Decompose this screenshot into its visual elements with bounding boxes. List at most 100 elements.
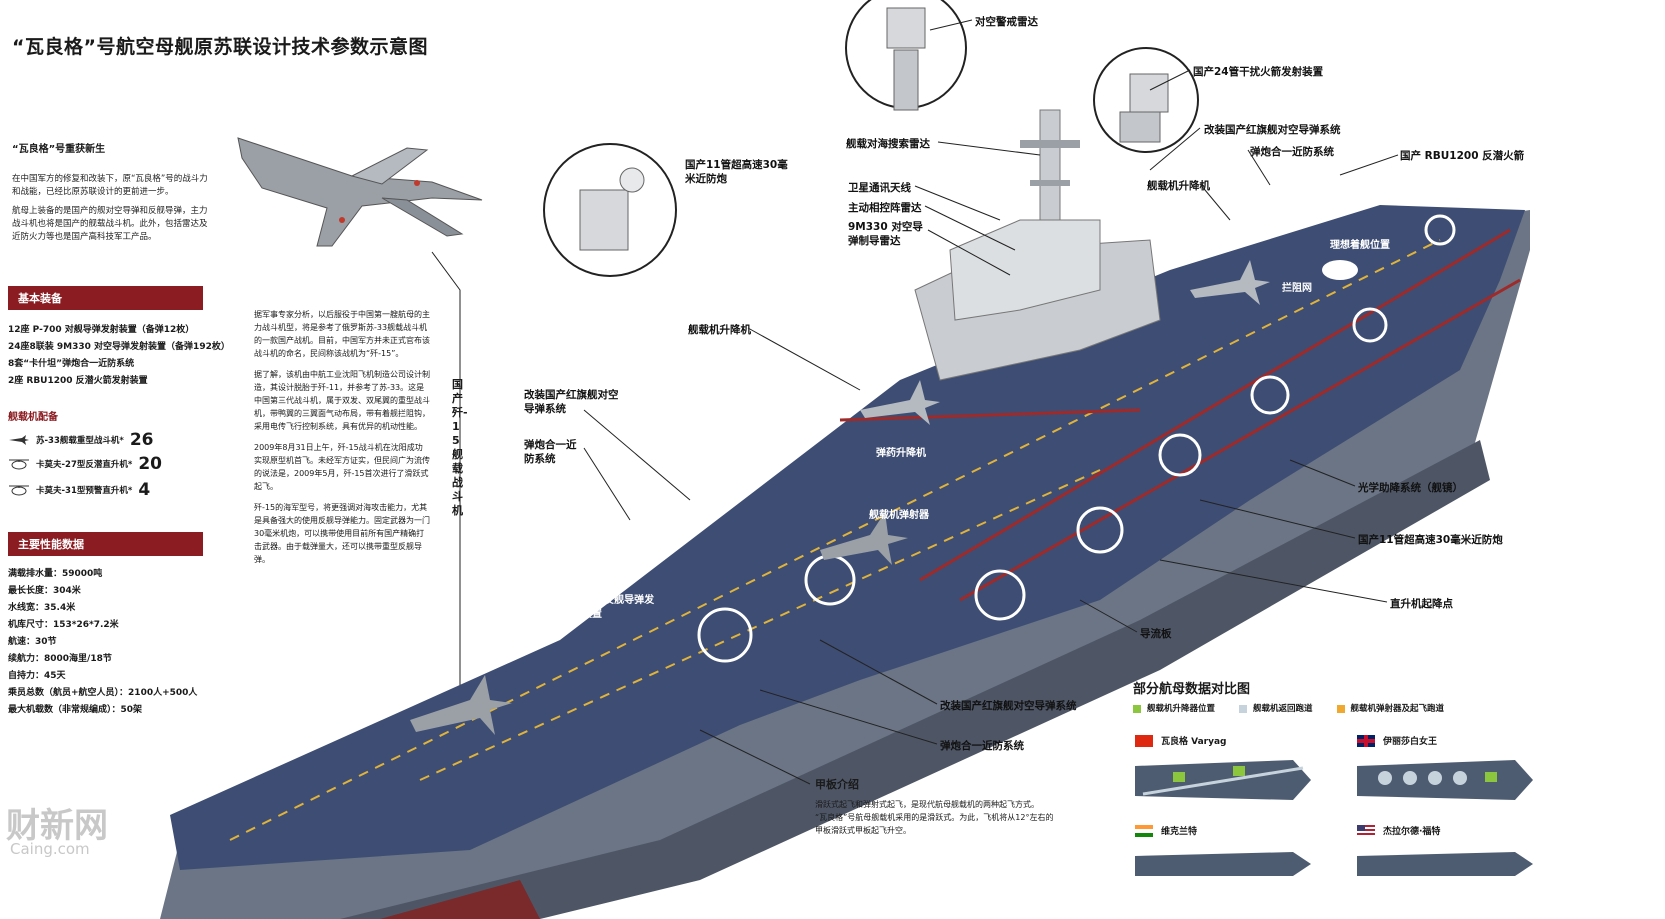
intro-paragraph-2: 航母上装备的是国产的舰对空导弹和反舰导弹，主力战斗机也将是国产的舰载战斗机。此外… (12, 206, 208, 242)
equipment-item: 24座8联装 9M330 对空导弹发射装置（备弹192枚） (8, 342, 230, 352)
usa-flag-icon (1357, 824, 1375, 837)
deck-intro: 甲板介绍 滑跃式起飞和弹射式起飞，是现代航母舰载机的两种起飞方式。 “瓦良格”号… (815, 776, 1055, 837)
aircraft-label: 苏-33舰载重型战斗机* (36, 436, 124, 446)
j15-paragraph-1: 据军事专家分析，以后服役于中国第一艘航母的主力战斗机型，将是参考了俄罗斯苏-33… (254, 310, 430, 358)
aircraft-label: 卡莫夫-31型预警直升机* (36, 486, 133, 496)
callout-hq-sam-top: 改装国产红旗舰对空导弹系统 (1204, 124, 1341, 136)
uk-flag-icon (1357, 734, 1375, 747)
aircraft-count: 26 (129, 430, 154, 450)
callout-sea-radar: 舰载对海搜索雷达 (846, 138, 930, 150)
helicopter-icon (9, 485, 29, 496)
callout-hq-sam-bottom: 改装国产红旗舰对空导弹系统 (940, 700, 1077, 712)
legend-item: 舰载机返回跑道 (1239, 702, 1313, 714)
j15-description: 据军事专家分析，以后服役于中国第一艘航母的主力战斗机型，将是参考了俄罗斯苏-33… (254, 308, 430, 566)
j15-vertical-label: 国产歼-15舰载战斗机 (452, 378, 468, 517)
equipment-item: 2座 RBU1200 反潜火箭发射装置 (8, 376, 148, 386)
legend-swatch (1336, 704, 1345, 713)
watermark-en: Caing.com (10, 840, 90, 858)
air-radar-inset (845, 0, 967, 111)
callout-ciws-bottom: 弹炮合一近防系统 (940, 740, 1024, 752)
callout-air-radar: 对空警戒雷达 (975, 16, 1038, 28)
performance-item: 机库尺寸：153*26*7.2米 (8, 620, 119, 630)
carrier-name: 瓦良格 Varyag (1161, 737, 1227, 747)
j15-paragraph-4: 歼-15的海军型号，将更强调对海攻击能力，尤其是具备强大的使用反舰导弹能力。固定… (254, 503, 430, 564)
callout-optical-landing: 光学助降系统（舰镜） (1358, 482, 1463, 494)
legend-label: 舰载机升降器位置 (1147, 704, 1216, 714)
gun-inset (543, 143, 677, 277)
label-p700: P-700反舰导弹发射装置 (572, 595, 655, 620)
callout-flare-launcher: 国产24管干扰火箭发射装置 (1193, 66, 1324, 78)
legend-label: 舰载机返回跑道 (1253, 704, 1313, 714)
aircraft-count: 4 (138, 480, 151, 500)
helicopter-icon (9, 459, 29, 470)
label-arrest-net: 拦阻网 (1282, 283, 1312, 294)
performance-item: 水线宽：35.4米 (8, 603, 76, 613)
aircraft-header: 舰载机配备 (8, 412, 58, 423)
legend-item: 舰载机弹射器及起飞跑道 (1336, 702, 1445, 714)
carrier-queen-elizabeth: 伊丽莎白女王 (1357, 734, 1437, 747)
carrier-name: 杰拉尔德·福特 (1383, 827, 1441, 837)
china-flag-icon (1135, 734, 1153, 747)
equipment-item: 12座 P-700 对舰导弹发射装置（备弹12枚） (8, 325, 195, 335)
aircraft-row: 苏-33舰载重型战斗机* 26 (8, 429, 208, 451)
deck-intro-paragraph-2: “瓦良格”号航母舰载机采用的是滑跃式。为此，飞机将从12°左右的甲板滑跃式甲板起… (815, 813, 1054, 835)
performance-list: 满载排水量：59000吨 最长长度：304米 水线宽：35.4米 机库尺寸：15… (8, 566, 228, 719)
vikrant-plan-view (1135, 852, 1311, 876)
carrier-name: 伊丽莎白女王 (1383, 737, 1438, 747)
callout-deflector: 导流板 (1140, 628, 1172, 640)
intro-heading: “瓦良格”号重获新生 (12, 144, 106, 155)
intro-paragraph-1: 在中国军方的修复和改装下，原“瓦良格”号的战斗力和战能，已经比原苏联设计的更前进… (12, 174, 208, 197)
basic-equipment-list: 12座 P-700 对舰导弹发射装置（备弹12枚） 24座8联装 9M330 对… (8, 322, 230, 390)
legend-label: 舰载机弹射器及起飞跑道 (1350, 704, 1445, 714)
carrier-gerald-ford: 杰拉尔德·福特 (1357, 824, 1440, 837)
callout-satcom: 卫星通讯天线 (848, 182, 911, 194)
fighter-jet-icon (9, 435, 29, 445)
comparison-legend: 舰载机升降器位置 舰载机返回跑道 舰载机弹射器及起飞跑道 (1133, 702, 1663, 714)
callout-gun-right: 国产11管超高速30毫米近防炮 (1358, 534, 1503, 546)
gerald-ford-plan-view (1357, 852, 1533, 876)
callout-hq-sam-left: 改装国产红旗舰对空导弹系统 (524, 389, 619, 415)
performance-item: 乘员总数（航员+航空人员）：2100人+500人 (8, 688, 198, 698)
carrier-vikrant: 维克兰特 (1135, 824, 1197, 837)
label-catapult: 舰载机弹射器 (869, 510, 929, 521)
callout-elevator-left: 舰载机升降机 (688, 324, 751, 336)
performance-item: 满载排水量：59000吨 (8, 569, 103, 579)
label-ideal-landing: 理想着舰位置 (1330, 240, 1390, 251)
intro-section: “瓦良格”号重获新生 在中国军方的修复和改装下，原“瓦良格”号的战斗力和战能，已… (12, 140, 212, 244)
callout-ciws-top: 弹炮合一近防系统 (1250, 146, 1334, 158)
callout-heli-point: 直升机起降点 (1390, 598, 1453, 610)
carrier-varyag: 瓦良格 Varyag (1135, 734, 1227, 747)
callout-elevator-right: 舰载机升降机 (1147, 180, 1210, 192)
callout-gun-inset: 国产11管超高速30毫米近防炮 (685, 159, 788, 185)
india-flag-icon (1135, 824, 1153, 837)
j15-paragraph-3: 2009年8月31日上午，歼-15战斗机在沈阳成功实现原型机首飞。未经军方证实，… (254, 443, 430, 491)
deck-intro-heading: 甲板介绍 (815, 778, 859, 791)
performance-header: 主要性能数据 (8, 532, 203, 556)
equipment-item: 8套“卡什坦”弹炮合一近防系统 (8, 359, 135, 369)
performance-item: 续航力：8000海里/18节 (8, 654, 112, 664)
aircraft-section: 舰载机配备 苏-33舰载重型战斗机* 26 卡莫夫-27型反潜直升机* 20 卡… (8, 408, 208, 503)
watermark-cn: 财新网 (6, 806, 108, 846)
aircraft-label: 卡莫夫-27型反潜直升机* (36, 460, 133, 470)
aircraft-row: 卡莫夫-31型预警直升机* 4 (8, 477, 208, 503)
callout-rbu: 国产 RBU1200 反潜火箭 (1400, 150, 1525, 162)
performance-item: 最大机载数（非常规编成）：50架 (8, 705, 143, 715)
legend-swatch (1133, 704, 1141, 713)
varyag-plan-view (1135, 760, 1311, 800)
legend-swatch (1239, 704, 1248, 713)
basic-equipment-header: 基本装备 (8, 286, 203, 310)
j15-fighter-illustration (237, 137, 483, 247)
deck-intro-paragraph-1: 滑跃式起飞和弹射式起飞，是现代航母舰载机的两种起飞方式。 (815, 800, 1039, 809)
callout-phased-radar: 主动相控阵雷达 (848, 202, 922, 214)
callout-sam-guidance: 9M330 对空导弹制导雷达 (848, 221, 923, 247)
performance-item: 最长长度：304米 (8, 586, 81, 596)
carrier-name: 维克兰特 (1161, 827, 1198, 837)
performance-item: 自持力：45天 (8, 671, 66, 681)
performance-item: 航速：30节 (8, 637, 57, 647)
flare-launcher-inset (1093, 47, 1199, 153)
comparison-title: 部分航母数据对比图 (1133, 682, 1251, 697)
j15-leader-line (431, 251, 461, 688)
queen-elizabeth-plan-view (1357, 760, 1533, 800)
j15-paragraph-2: 据了解，该机由中航工业沈阳飞机制造公司设计制造，其设计脱胎于歼-11，并参考了苏… (254, 370, 430, 431)
legend-item: 舰载机升降器位置 (1133, 702, 1215, 714)
